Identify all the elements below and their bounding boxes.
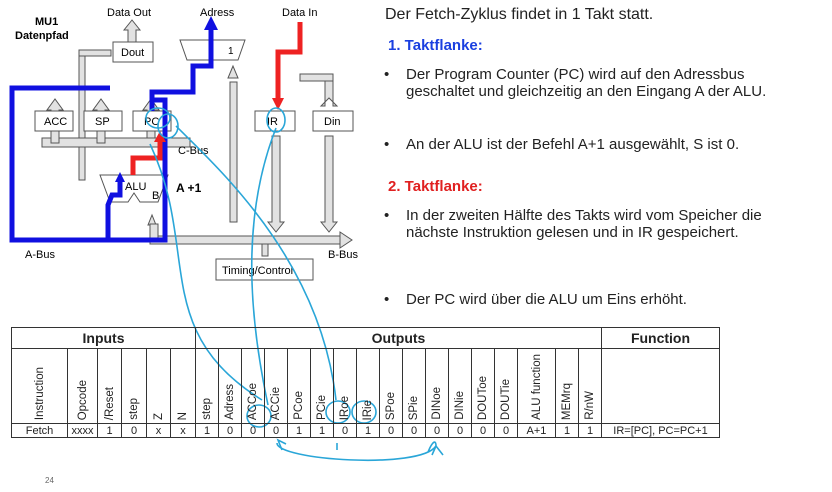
flank2-bullet-2-text: Der PC wird über die ALU um Eins erhöht. (406, 291, 687, 308)
table-cell: 1 (195, 423, 219, 438)
col-header: DOUTie (494, 348, 518, 424)
table-cell: xxxx (67, 423, 98, 438)
table-cell: Fetch (11, 423, 68, 438)
flank2-bullet-1: •In der zweiten Hälfte des Takts wird vo… (384, 207, 786, 241)
table-cell: 0 (494, 423, 518, 438)
label-data-out: Data Out (107, 7, 151, 19)
col-header: IRoe (333, 348, 357, 424)
col-header: ALU function (517, 348, 556, 424)
col-header: N (170, 348, 196, 424)
page-number: 24 (45, 476, 54, 485)
table-cell: 0 (425, 423, 449, 438)
table-cell: 1 (97, 423, 122, 438)
table-cell: 0 (379, 423, 403, 438)
col-header: DINie (448, 348, 472, 424)
alu-label: ALU (125, 181, 146, 193)
alu-input-b-label: B (152, 190, 159, 202)
table-cell: 1 (310, 423, 334, 438)
col-header: MEMrq (555, 348, 579, 424)
register-dout-label: Dout (121, 47, 144, 59)
register-din (312, 110, 354, 132)
red-arrowhead-pc (154, 131, 166, 142)
blue-arrowhead-adress (204, 16, 218, 30)
a-bus-label: A-Bus (25, 249, 55, 261)
diagram-title-line1: MU1 (35, 16, 58, 28)
register-dout (112, 41, 154, 63)
table-cell: 0 (264, 423, 288, 438)
col-header: R/nW (578, 348, 602, 424)
table-cell: 1 (287, 423, 311, 438)
label-data-in: Data In (282, 7, 317, 19)
red-fetch-path (130, 22, 303, 175)
col-header: step (195, 348, 219, 424)
timing-control-box (215, 258, 314, 281)
inputs-group-header: Inputs (11, 327, 196, 349)
register-din-label: Din (324, 116, 341, 128)
table-cell: 0 (471, 423, 495, 438)
table-cell: 0 (218, 423, 242, 438)
mux-one-label: 1 (228, 46, 234, 57)
c-bus-label: C-Bus (178, 145, 209, 157)
table-row: Fetch xxxx 1 0 x x 1 0 0 0 1 1 0 1 0 0 0… (11, 423, 720, 438)
flank1-bullet-1-text: Der Program Counter (PC) wird auf den Ad… (406, 66, 767, 100)
register-acc-label: ACC (44, 116, 67, 128)
table-cell: 0 (402, 423, 426, 438)
col-header: PCie (310, 348, 334, 424)
col-header: IRie (356, 348, 380, 424)
table-cell: x (146, 423, 171, 438)
diagram-title-line2: Datenpfad (15, 30, 69, 42)
table-cell: A+1 (517, 423, 556, 438)
flank1-bullet-2-text: An der ALU ist der Befehl A+1 ausgewählt… (406, 136, 740, 153)
col-header: Instruction (11, 348, 68, 424)
col-header: DOUToe (471, 348, 495, 424)
col-header (601, 348, 720, 424)
flank2-bullet-2: •Der PC wird über die ALU um Eins erhöht… (384, 291, 786, 308)
col-header: DINoe (425, 348, 449, 424)
alu-function-label: A +1 (176, 181, 202, 195)
flank2-bullet-1-text: In der zweiten Hälfte des Takts wird vom… (406, 207, 762, 241)
b-bus-label: B-Bus (328, 249, 358, 261)
table-cell: 1 (356, 423, 380, 438)
table-cell: 0 (448, 423, 472, 438)
fetch-cycle-title: Der Fetch-Zyklus findet in 1 Takt statt. (385, 6, 654, 23)
col-header: Z (146, 348, 171, 424)
table-cell: IR=[PC], PC=PC+1 (601, 423, 720, 438)
register-sp (83, 110, 123, 132)
blue-arrowhead-alu (115, 172, 125, 182)
register-sp-label: SP (95, 116, 110, 128)
table-cell: 1 (578, 423, 602, 438)
register-pc-label: PC (144, 116, 159, 128)
table-cell: 0 (333, 423, 357, 438)
outputs-group-header: Outputs (195, 327, 602, 349)
register-acc (34, 110, 74, 132)
flank2-heading: 2. Taktflanke: (388, 178, 483, 195)
register-ir-label: IR (267, 116, 278, 128)
label-adress: Adress (200, 7, 235, 19)
control-signal-table: Inputs Outputs Function Instruction Opco… (11, 327, 720, 438)
col-header: ACCoe (241, 348, 265, 424)
flank1-heading: 1. Taktflanke: (388, 37, 483, 54)
table-cell: 0 (241, 423, 265, 438)
col-header: SPie (402, 348, 426, 424)
col-header: Adress (218, 348, 242, 424)
flank1-bullet-2: •An der ALU ist der Befehl A+1 ausgewähl… (384, 136, 786, 153)
col-header: PCoe (287, 348, 311, 424)
col-header: step (121, 348, 147, 424)
flank1-bullet-1: •Der Program Counter (PC) wird auf den A… (384, 66, 786, 100)
col-header: SPoe (379, 348, 403, 424)
function-group-header: Function (601, 327, 720, 349)
table-cell: 1 (555, 423, 579, 438)
col-header: Opcode (67, 348, 98, 424)
col-header: /Reset (97, 348, 122, 424)
table-cell: 0 (121, 423, 147, 438)
col-header: ACCie (264, 348, 288, 424)
table-cell: x (170, 423, 196, 438)
red-arrowhead-ir (272, 98, 284, 110)
timing-control-label: Timing/Control (222, 265, 293, 277)
blue-fetch-path (9, 28, 214, 243)
